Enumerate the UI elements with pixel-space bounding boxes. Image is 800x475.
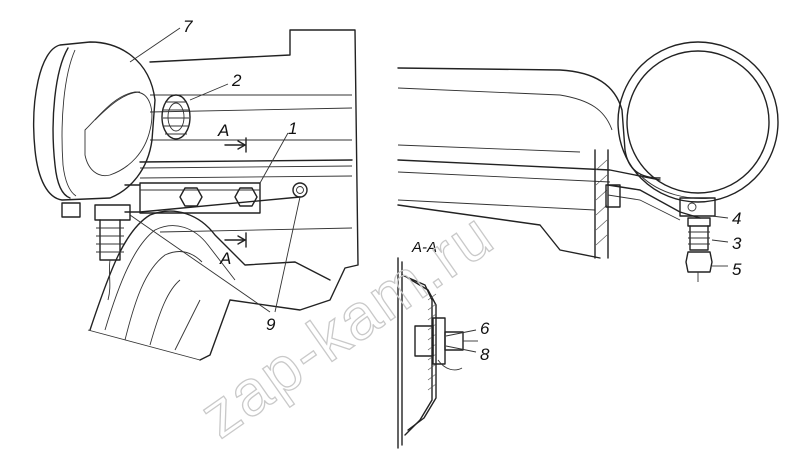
callout-2: 2 [231, 71, 242, 90]
headlamp-right [617, 41, 779, 217]
callout-6: 6 [480, 319, 490, 338]
adjuster-knob [161, 94, 191, 140]
callout-1: 1 [288, 119, 297, 138]
wheel-arch [89, 210, 331, 331]
section-label-top: A [217, 121, 229, 140]
lamp-stem-left [61, 202, 131, 301]
section-label-bottom: A [219, 249, 231, 268]
right-cab-view [397, 41, 779, 282]
section-marker-top: A [217, 121, 247, 153]
cab-front-outline [397, 67, 661, 179]
callout-9: 9 [266, 315, 276, 334]
section-marker-bottom: A [219, 232, 247, 268]
left-cab-view: A A [33, 27, 359, 361]
watermark-text: zap-kam.ru [187, 197, 507, 451]
section-view-a-a: A-A [397, 239, 478, 449]
callout-8: 8 [480, 345, 490, 364]
callout-4: 4 [732, 209, 741, 228]
bolt-stack-right [685, 217, 713, 282]
headlamp-left [33, 41, 156, 201]
callout-3: 3 [732, 234, 742, 253]
cab-panel-outline [149, 29, 359, 361]
callout-5: 5 [732, 260, 742, 279]
mounting-bracket [124, 182, 308, 214]
section-view-title: A-A [411, 239, 437, 256]
callout-7: 7 [183, 17, 193, 36]
